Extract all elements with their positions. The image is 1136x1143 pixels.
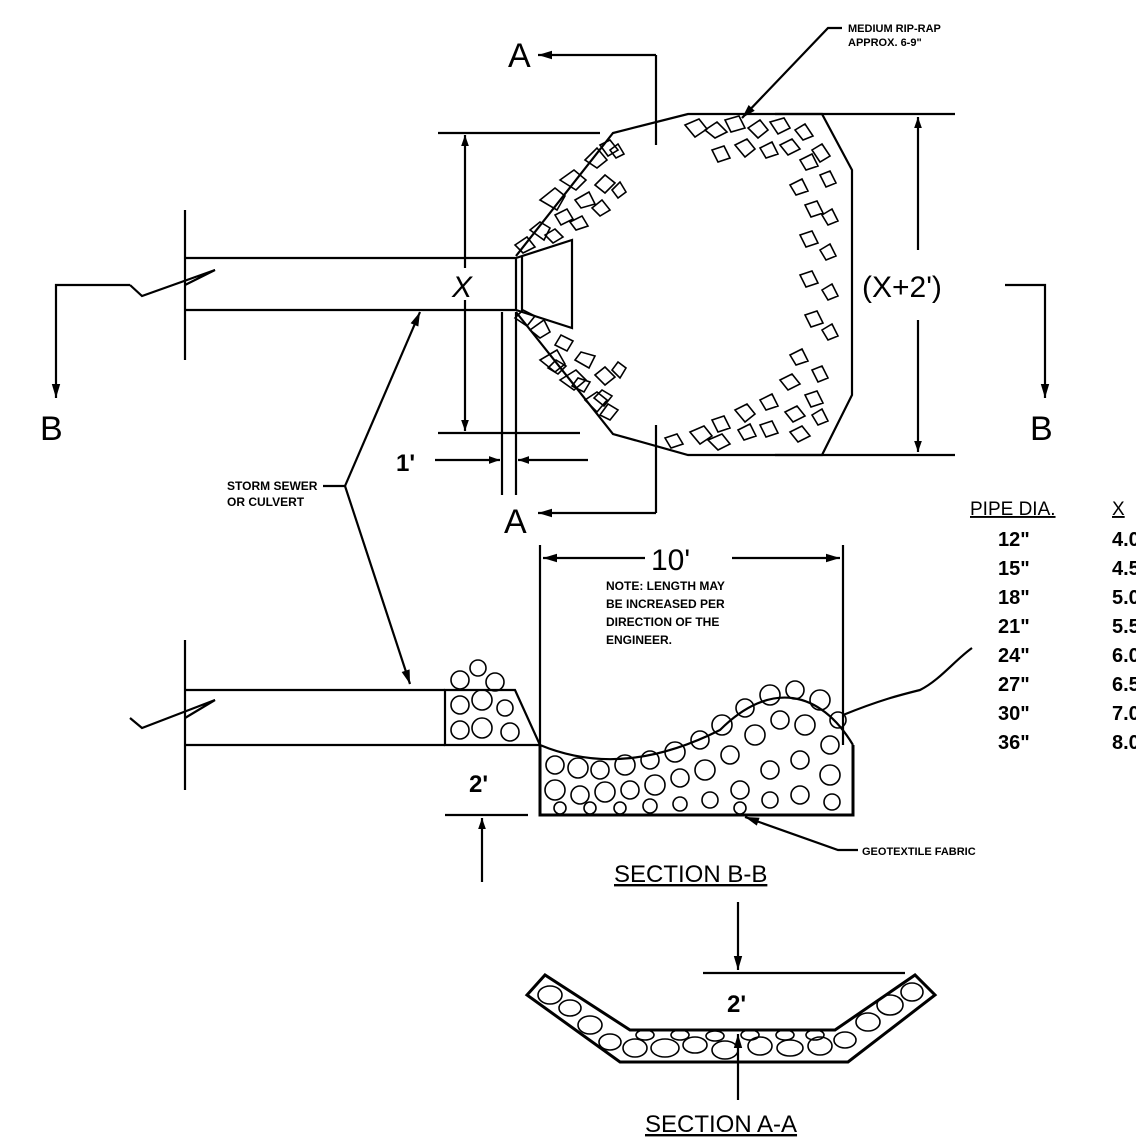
plan-view [51,26,1050,518]
table-cell-x: 6.5 [1112,674,1136,696]
dim-xplus-label: (X+2') [862,271,942,304]
dim-10ft-label: 10' [651,544,690,577]
table-cell-pipe: 18" [998,587,1030,609]
table-cell-pipe: 24" [998,645,1030,667]
storm-sewer-leader-section [343,485,412,685]
table-rows: 12" 4.0 15" 4.5 18" 5.0 21" 5.5 24" 6.0 27" 6.5 30" 7… [998,529,1136,754]
section-aa-title: SECTION A-A [645,1111,797,1138]
section-a-label-top: A [508,37,531,75]
ground-line [842,647,973,717]
table-cell-x: 7.0 [1112,703,1136,725]
note-line-2: BE INCREASED PER [606,597,725,611]
table-cell-x: 4.0 [1112,529,1136,551]
section-b-label-left: B [40,410,63,448]
table-cell-x: 8.0 [1112,732,1136,754]
apron-outline [515,112,775,457]
table-cell-x: 6.0 [1112,645,1136,667]
rip-rap-surface [539,696,854,761]
storm-sewer-leader-plan [343,311,422,487]
pipe-plan [185,256,516,312]
section-b-label-right: B [1030,410,1053,448]
table-cell-pipe: 36" [998,732,1030,754]
rip-rap-plan [513,115,840,451]
rip-rap-label-1: MEDIUM RIP-RAP [848,23,941,35]
flared-end-section [514,238,574,330]
storm-sewer-label-1: STORM SEWER [227,479,318,493]
table-cell-pipe: 30" [998,703,1030,725]
geotextile-label: GEOTEXTILE FABRIC [862,846,976,858]
section-a-label-bottom: A [504,503,527,541]
table-header-pipe: PIPE DIA. [970,499,1056,520]
rip-rap-channel-fill [537,982,924,1060]
dim-2ft-label-bb: 2' [469,771,488,798]
rip-rap-section-fill [450,659,847,815]
pipe-table: PIPE DIA. X 12" 4.0 15" 4.5 18" 5.0 21" 5.5 24" 6… [970,499,1136,754]
table-cell-x: 5.5 [1112,616,1136,638]
table-cell-pipe: 12" [998,529,1030,551]
section-bb-title: SECTION B-B [614,861,767,888]
table-cell-x: 4.5 [1112,558,1136,580]
dim-x-label: X [451,271,473,304]
section-aa [524,902,938,1100]
table-header-x: X [1112,499,1125,520]
section-b-cut-left [51,283,130,398]
pipe-break-symbol-plan [129,268,216,298]
table-cell-pipe: 15" [998,558,1030,580]
dim-2ft-label-aa: 2' [727,991,746,1018]
dim-1ft-label: 1' [396,450,415,477]
pipe-break-symbol-section [129,698,216,730]
note-line-1: NOTE: LENGTH MAY [606,579,725,593]
storm-sewer-label-2: OR CULVERT [227,495,305,509]
rip-rap-label-2: APPROX. 6-9" [848,37,922,49]
pipe-section [185,688,445,747]
section-bb [129,545,973,882]
geotextile-leader [744,815,858,852]
apron-trench [538,745,855,817]
note-line-3: DIRECTION OF THE [606,615,719,629]
note-line-4: ENGINEER. [606,633,672,647]
table-cell-x: 5.0 [1112,587,1136,609]
channel-section-outline [524,973,938,1064]
section-b-cut-right [1005,283,1050,398]
table-cell-pipe: 21" [998,616,1030,638]
table-cell-pipe: 27" [998,674,1030,696]
rip-rap-leader [741,26,842,119]
